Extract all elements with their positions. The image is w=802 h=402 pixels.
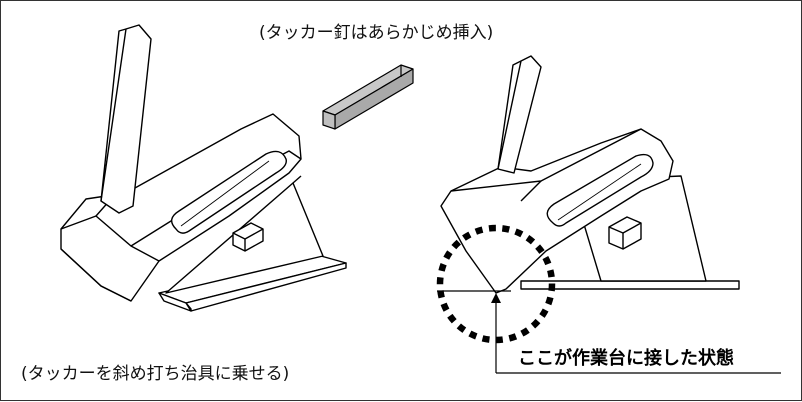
- top-caption: (タッカー釘はあらかじめ挿入): [259, 23, 494, 43]
- right-tacker-illustration: [440, 55, 740, 294]
- right-tacker-body: [440, 55, 674, 294]
- contact-annotation: [436, 224, 781, 374]
- callout-label: ここが作業台に接した状態: [518, 348, 734, 369]
- bottom-caption: (タッカーを斜め打ち治具に乗せる): [21, 364, 290, 384]
- left-tacker-illustration: [60, 24, 347, 312]
- callout-arrowhead: [491, 293, 501, 303]
- staple-icon: [322, 64, 414, 130]
- left-tacker-body: [60, 24, 302, 302]
